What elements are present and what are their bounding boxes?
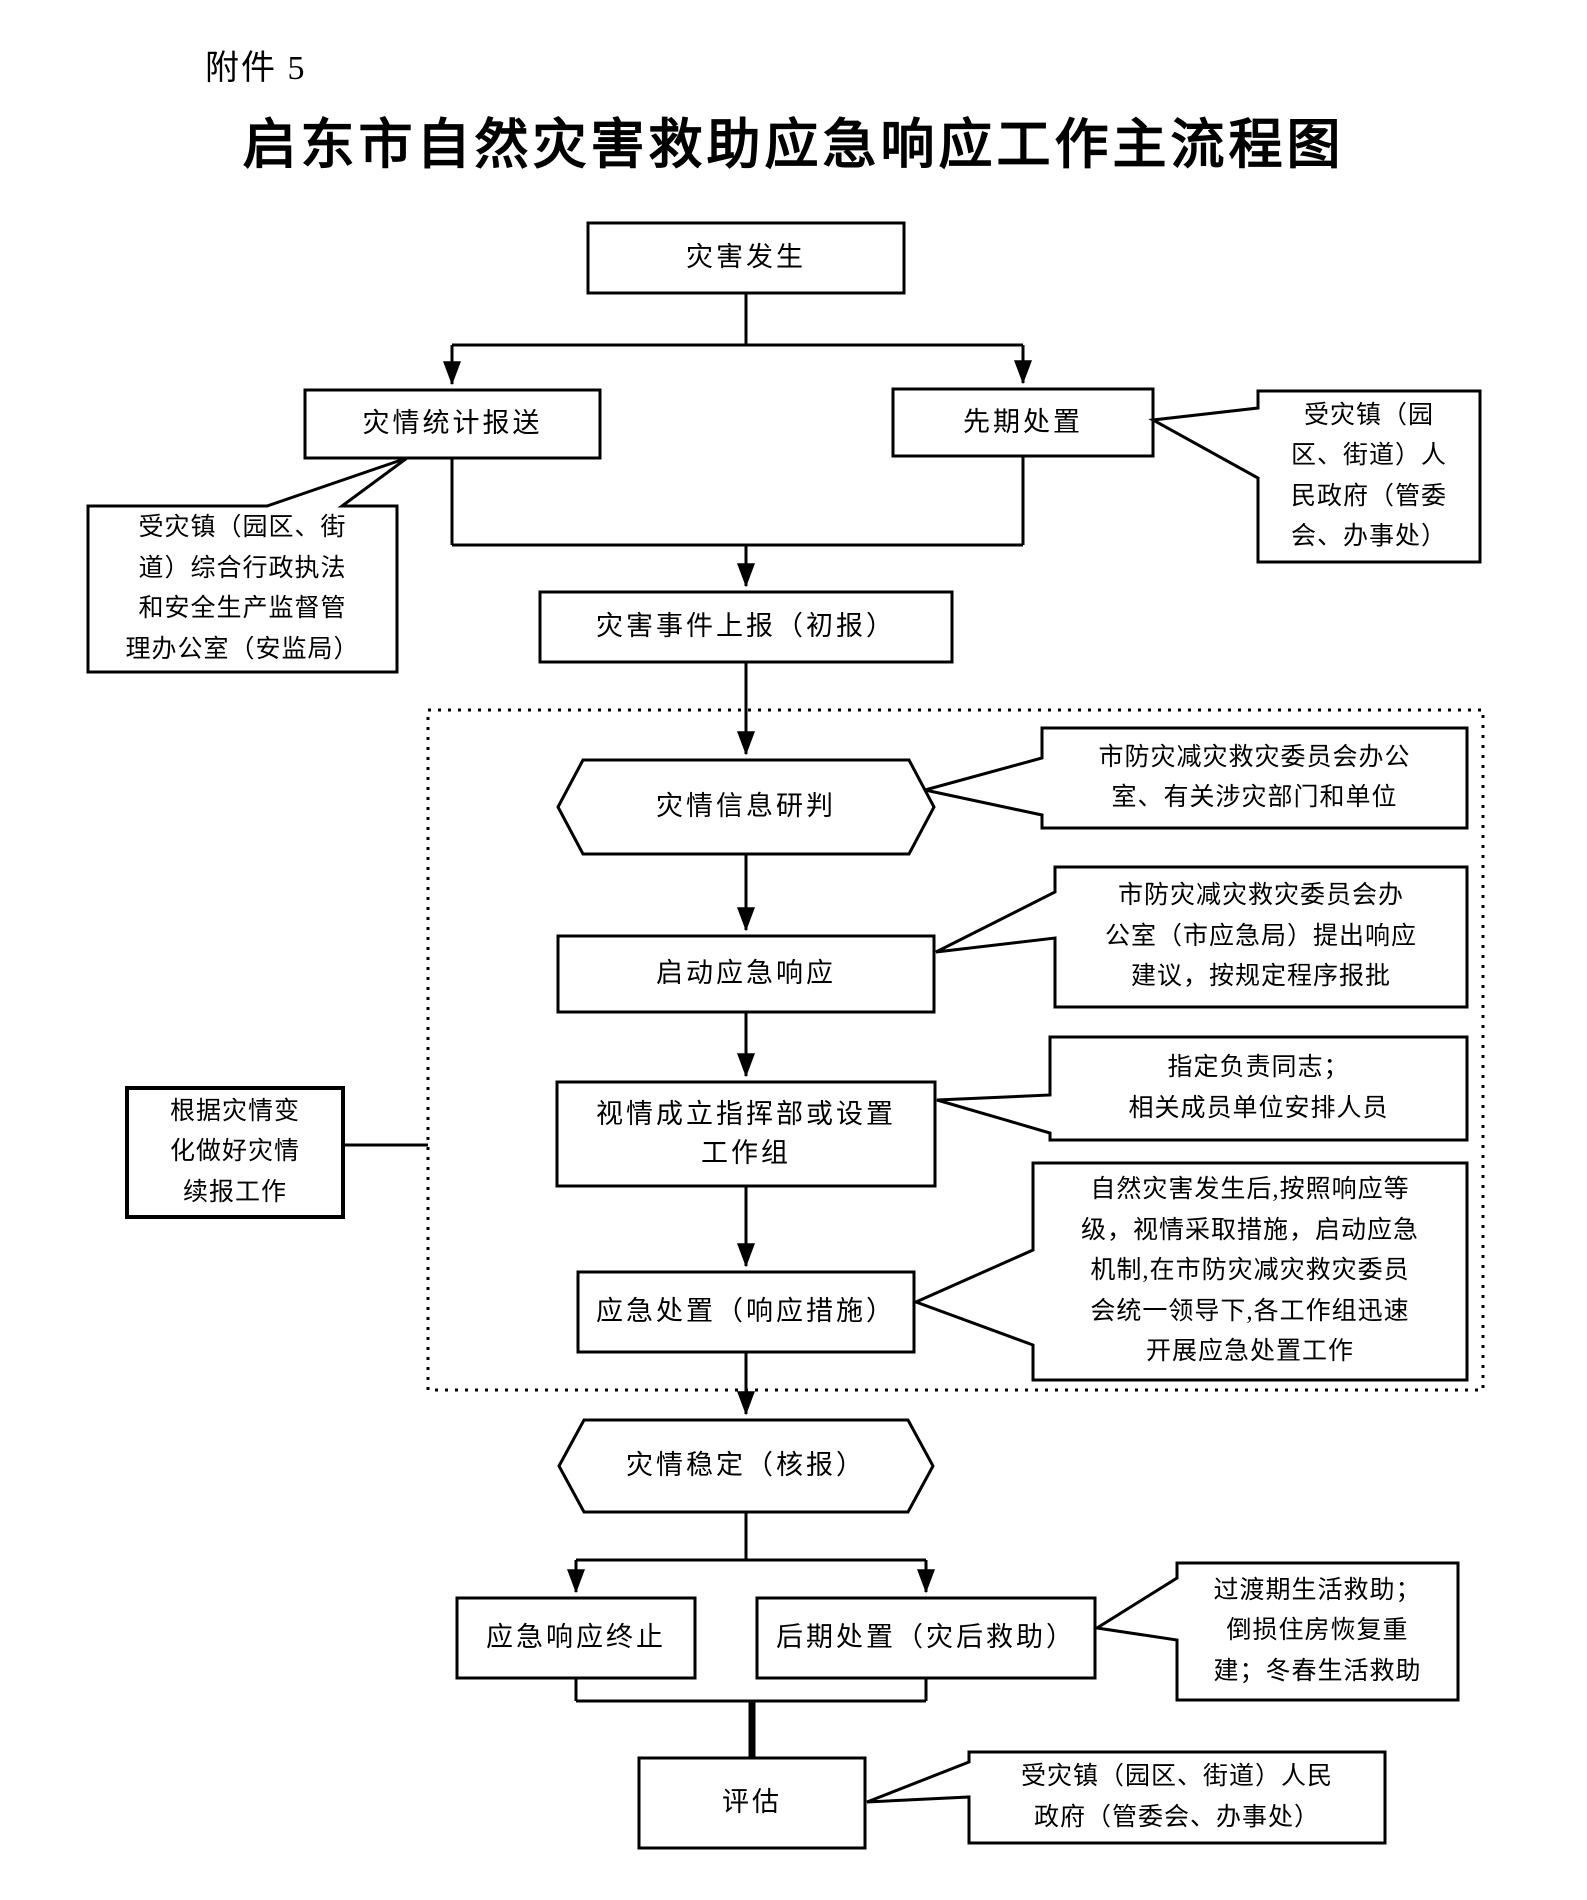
stat-report-label: 灾情统计报送 — [362, 408, 543, 439]
process-boxes — [125, 221, 1155, 1850]
initial-report-label: 灾害事件上报（初报） — [596, 611, 896, 642]
connector-lines — [343, 293, 1032, 1758]
affected-gov-bottom-callout — [866, 1750, 1387, 1845]
emergency-disposal-label: 应急处置（响应措施） — [596, 1296, 896, 1327]
response-suggestion-callout — [935, 865, 1469, 1009]
disaster-occur-box — [586, 221, 906, 295]
assign-staff-label: 指定负责同志； 相关成员单位安排人员 — [1128, 1054, 1389, 1122]
assessment-box — [637, 1756, 867, 1850]
attachment-label: 附件 5 — [205, 50, 307, 87]
info-judgement-label: 灾情信息研判 — [656, 791, 836, 822]
continue-report-box — [125, 1086, 345, 1219]
committee-office-label: 市防灾减灾救灾委员会办公 室、有关涉灾部门和单位 — [1098, 743, 1411, 812]
assign-staff-callout — [936, 1035, 1469, 1142]
initial-report-box — [538, 590, 954, 664]
response-phase-dashed-container — [426, 708, 1485, 1392]
later-disposal-box — [755, 1596, 1097, 1680]
early-disposal-box — [891, 387, 1155, 458]
law-enforcement-label: 受灾镇（园区、街 道）综合行政执法 和安全生产监督管 理办公室（安监局） — [125, 514, 360, 663]
disposal-detail-label: 自然灾害发生后,按照响应等 级，视情采取措施，启动应急 机制,在市防灾减灾救灾委… — [1080, 1176, 1419, 1366]
assessment-label: 评估 — [722, 1787, 782, 1818]
continue-report-label: 根据灾情变 化做好灾情 续报工作 — [169, 1097, 300, 1206]
affected-gov-bottom-label: 受灾镇（园区、街道）人民 政府（管委会、办事处） — [1020, 1763, 1333, 1831]
stat-report-box — [303, 388, 602, 460]
launch-response-box — [556, 934, 936, 1014]
emergency-disposal-box — [576, 1270, 916, 1354]
affected-gov-top-callout — [1148, 389, 1482, 564]
law-enforcement-callout — [86, 456, 408, 674]
disaster-stable-label: 灾情稳定（核报） — [626, 1450, 866, 1481]
page-title: 启东市自然灾害救助应急响应工作主流程图 — [242, 115, 1345, 175]
response-suggestion-label: 市防灾减灾救灾委员会办 公室（市应急局）提出响应 建议，按规定程序报批 — [1104, 882, 1417, 991]
disposal-detail-callout — [912, 1161, 1469, 1382]
disaster-occur-label: 灾害发生 — [686, 242, 806, 273]
callout-shapes — [86, 389, 1482, 1845]
transition-relief-callout — [1092, 1561, 1460, 1702]
command-post-box — [555, 1080, 937, 1188]
affected-gov-top-label: 受灾镇（园 区、街道）人 民政府（管委 会、办事处） — [1290, 401, 1447, 551]
launch-response-label: 启动应急响应 — [656, 958, 836, 989]
transition-relief-label: 过渡期生活救助； 倒损住房恢复重 建；冬春生活救助 — [1213, 1576, 1422, 1685]
command-post-label: 视情成立指挥部或设置 工作组 — [596, 1098, 896, 1168]
end-response-box — [455, 1596, 697, 1680]
later-disposal-label: 后期处置（灾后救助） — [776, 1622, 1076, 1653]
early-disposal-label: 先期处置 — [963, 406, 1083, 437]
disaster-stable-hexagon — [557, 1418, 935, 1514]
end-response-label: 应急响应终止 — [486, 1622, 666, 1653]
committee-office-callout — [924, 726, 1469, 830]
info-judgement-hexagon — [556, 758, 936, 856]
